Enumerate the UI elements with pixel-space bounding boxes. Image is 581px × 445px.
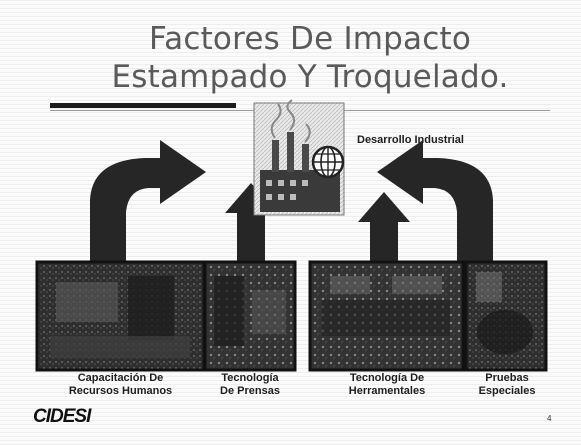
factor-label-line-1: Capacitación De bbox=[77, 372, 164, 384]
slide-title-line-2: Estampado Y Troquelado. bbox=[111, 59, 509, 95]
factor-label-line-1: Tecnología bbox=[221, 372, 279, 384]
factor-label-line-2: De Prensas bbox=[220, 385, 280, 397]
training-room-photo bbox=[35, 260, 206, 372]
globe-icon bbox=[311, 145, 345, 179]
tooling-workshop-photo bbox=[308, 260, 465, 372]
factor-label-tooling: Tecnología De Herramentales bbox=[312, 372, 462, 398]
cidesi-logo: CIDESI bbox=[33, 406, 91, 427]
press-machine-photo bbox=[203, 260, 297, 372]
slide-title-line-1: Factores De Impacto bbox=[148, 21, 472, 57]
center-right-up-arrow-icon bbox=[358, 192, 410, 264]
factor-label-line-1: Pruebas bbox=[485, 372, 529, 384]
factor-label-line-2: Recursos Humanos bbox=[68, 385, 173, 397]
factor-label-line-1: Tecnología De bbox=[349, 372, 425, 384]
center-label: Desarrollo Industrial bbox=[357, 134, 464, 146]
special-tests-photo bbox=[464, 260, 548, 372]
factor-label-training: Capacitación De Recursos Humanos bbox=[38, 372, 203, 398]
title-underline bbox=[50, 103, 236, 108]
left-curved-arrow-icon bbox=[90, 140, 206, 262]
factor-label-presses: Tecnología De Prensas bbox=[200, 372, 300, 398]
page-number: 4 bbox=[547, 414, 552, 423]
right-curved-arrow-icon bbox=[377, 140, 493, 262]
factor-label-tests: Pruebas Especiales bbox=[466, 372, 548, 398]
factor-label-line-2: Herramentales bbox=[348, 385, 426, 397]
factor-label-line-2: Especiales bbox=[478, 385, 536, 397]
